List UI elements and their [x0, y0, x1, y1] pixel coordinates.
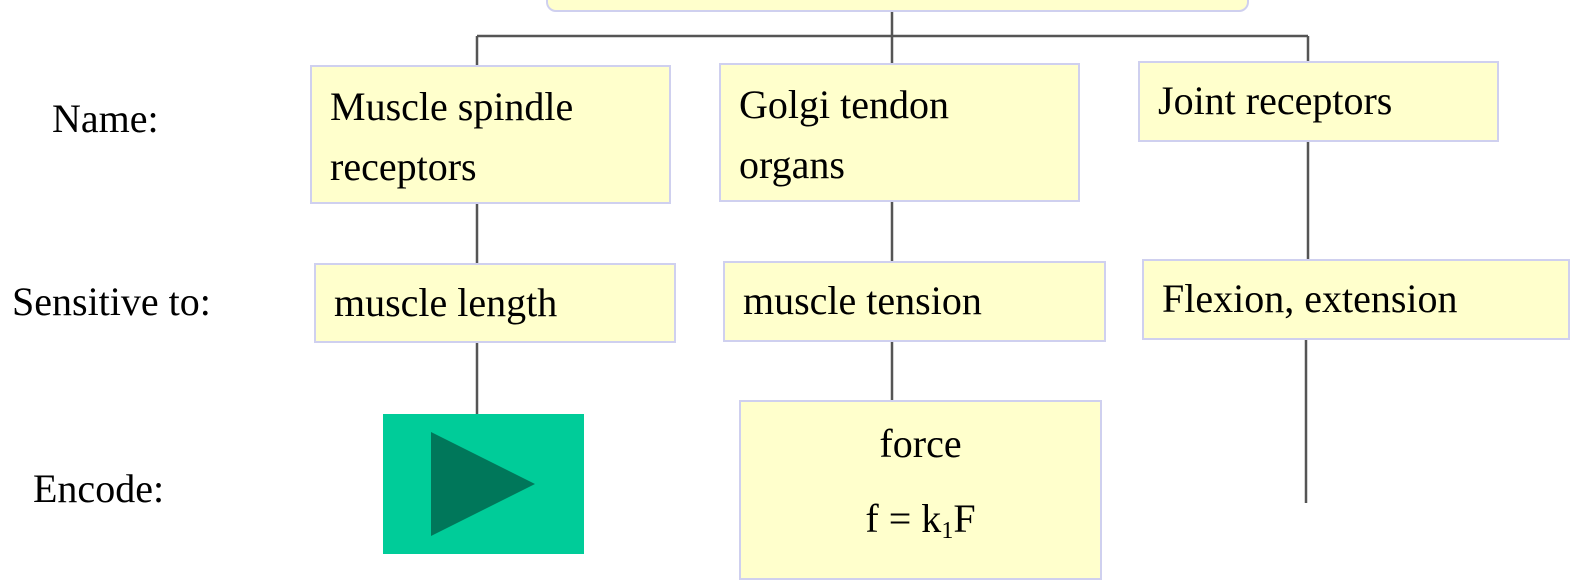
play-icon [431, 432, 535, 536]
encode-box-force: force f = k1F [739, 400, 1102, 580]
sensitive-label: muscle length [334, 280, 558, 325]
formula-lhs: f = k [865, 496, 942, 541]
name-line-2: receptors [330, 144, 477, 189]
sensitive-box-muscle-length: muscle length [314, 263, 676, 343]
row-label-name: Name: [52, 96, 159, 141]
encode-formula: f = k1F [741, 494, 1100, 544]
sensitive-label: Flexion, extension [1162, 276, 1458, 321]
formula-subscript: 1 [941, 518, 954, 544]
name-line-1: Golgi tendon [739, 82, 949, 127]
name-box-muscle-spindle: Muscle spindle receptors [310, 65, 671, 204]
row-label-encode: Encode: [33, 466, 165, 511]
sensitive-box-muscle-tension: muscle tension [723, 261, 1106, 342]
play-button[interactable] [383, 414, 584, 554]
connector-lines [475, 10, 1310, 503]
name-line-1: Joint receptors [1158, 78, 1393, 123]
name-box-golgi-tendon: Golgi tendon organs [719, 63, 1080, 202]
formula-rhs: F [953, 496, 976, 541]
name-line-1: Muscle spindle [330, 84, 574, 129]
name-line-2: organs [739, 142, 845, 187]
row-label-sensitive: Sensitive to: [12, 279, 211, 324]
sensitive-box-flexion-extension: Flexion, extension [1142, 259, 1570, 340]
root-box [546, 0, 1249, 12]
sensitive-label: muscle tension [743, 278, 982, 323]
encode-label: force [879, 421, 962, 466]
name-box-joint-receptors: Joint receptors [1138, 61, 1499, 142]
